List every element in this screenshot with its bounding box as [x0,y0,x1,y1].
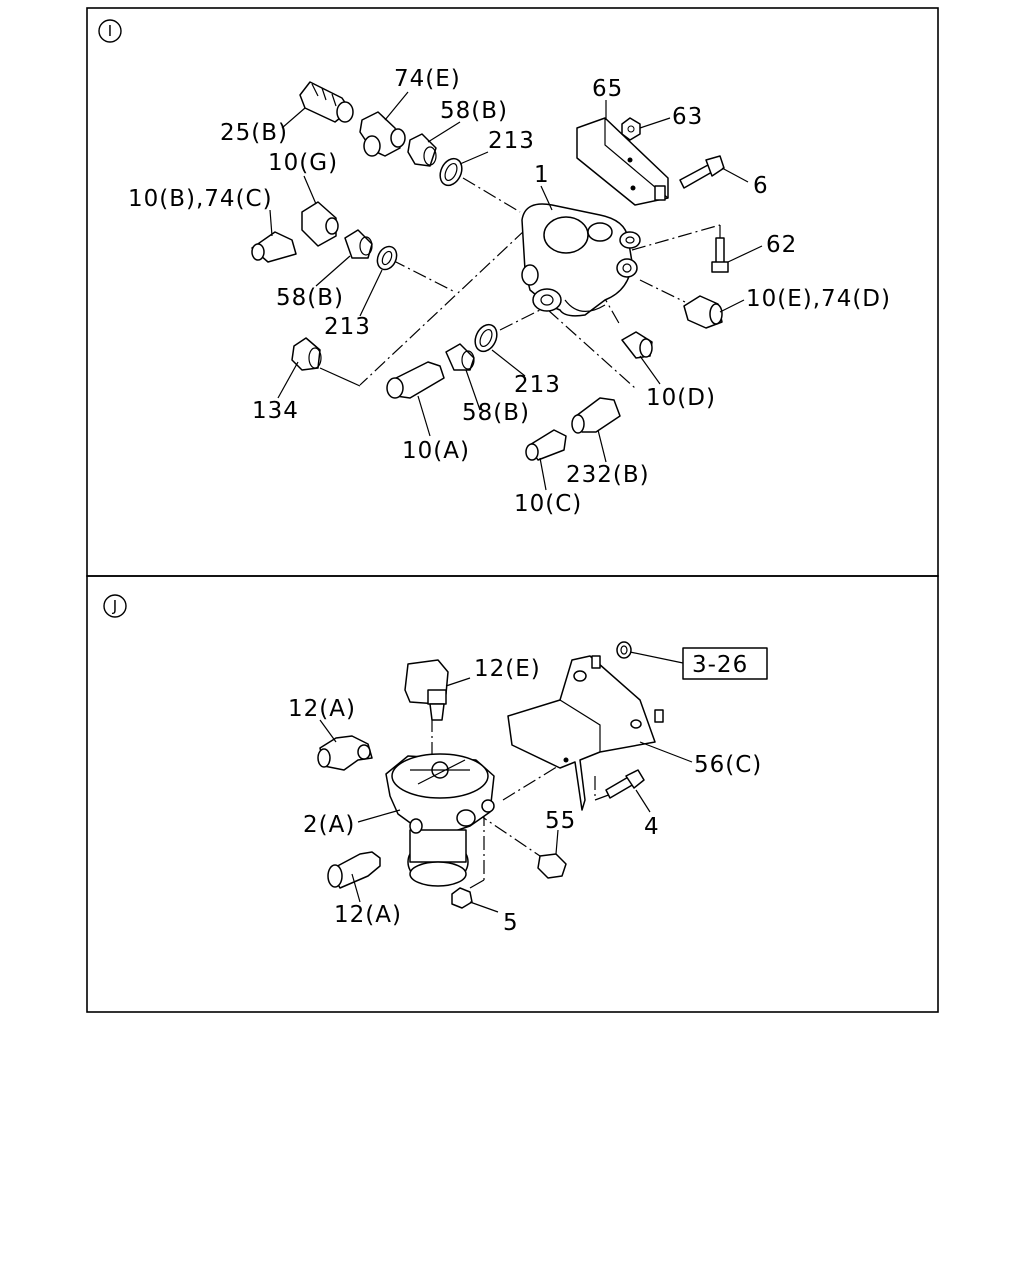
label-25b: 25(B) [220,120,288,146]
adapter-58b-low [445,343,475,371]
valve-body-1 [521,203,641,317]
bracket-56c [507,655,664,811]
label-65: 65 [592,76,623,102]
labels-i: 74(E) 65 25(B) 58(B) 63 213 10(G) 1 6 10… [128,66,891,517]
label-10a: 10(A) [402,438,470,464]
elbow-12e [404,659,449,721]
plug-55 [537,853,567,879]
nipple-10c [525,429,567,461]
label-6: 6 [753,173,769,199]
label-4: 4 [644,814,660,840]
washer-213-low [474,323,498,353]
fitting-10e [683,295,723,329]
tee-12a-top [317,735,373,771]
label-74e: 74(E) [394,66,461,92]
leader-lines-j [319,651,693,913]
label-12e: 12(E) [474,656,541,682]
nut-5 [451,887,473,909]
bolt-4 [605,769,645,799]
label-2a: 2(A) [303,812,355,838]
label-12a-top: 12(A) [288,696,356,722]
elbow-fitting-10g [301,201,339,247]
label-62: 62 [766,232,797,258]
tee-fitting-74e [359,111,406,157]
nut-63 [621,117,641,141]
label-213-top: 213 [488,128,535,154]
leader-lines-i [269,91,763,491]
label-55: 55 [545,808,576,834]
label-5: 5 [503,910,519,936]
sensor-25b [299,81,354,123]
label-10g: 10(G) [268,150,338,176]
fitting-10d [621,331,653,359]
section-j-marker: J [103,594,127,618]
svg-text:I: I [108,22,112,40]
washer-213-mid [376,245,398,271]
label-56c: 56(C) [694,752,762,778]
valve-2a [385,753,495,887]
label-58b-mid: 58(B) [276,285,344,311]
label-232b: 232(B) [566,462,650,488]
label-3-26: 3-26 [692,652,748,678]
nipple-10b [251,231,297,263]
bracket-65 [576,117,669,206]
section-i-marker: I [98,19,122,43]
label-213-low: 213 [514,372,561,398]
cap-12a-low [327,851,381,889]
bolt-62 [711,237,729,273]
label-10c: 10(C) [514,491,582,517]
bolt-6 [679,155,725,189]
reference-box-3-26 [682,647,768,680]
label-58b-top: 58(B) [440,98,508,124]
label-12a-low: 12(A) [334,902,402,928]
label-10e-74d: 10(E),74(D) [746,286,891,312]
plug-134 [291,337,322,371]
adapter-58b-mid [344,229,373,259]
labels-j: 12(E) 3-26 12(A) 56(C) 2(A) 55 4 12(A) 5 [288,652,762,936]
label-10b-74c: 10(B),74(C) [128,186,273,212]
section-j-frame [86,575,939,1013]
label-10d: 10(D) [646,385,716,411]
label-134: 134 [252,398,299,424]
nut-3-26 [616,641,632,659]
svg-text:J: J [112,597,117,615]
adapter-58b-top [407,133,437,167]
washer-213-top [439,157,463,187]
label-63: 63 [672,104,703,130]
label-1: 1 [534,162,550,188]
cap-10a [386,361,445,399]
cap-232b [571,397,621,434]
label-213-mid: 213 [324,314,371,340]
label-58b-low: 58(B) [462,400,530,426]
